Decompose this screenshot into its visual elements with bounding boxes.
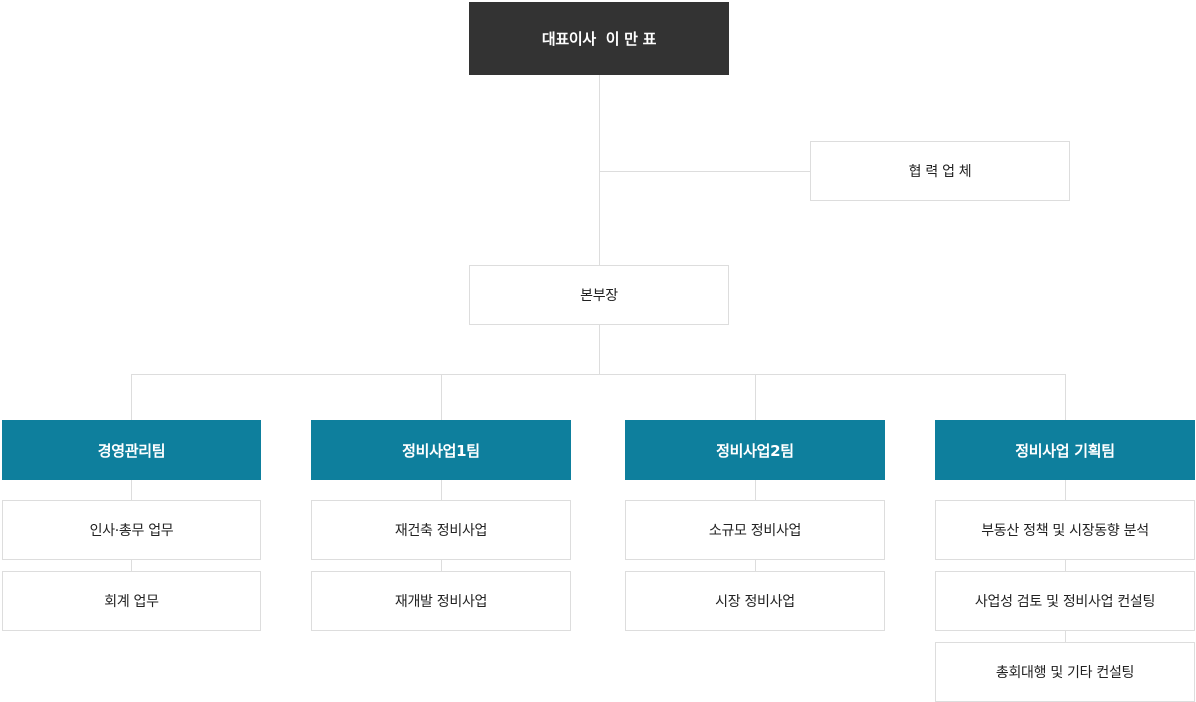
connector-team-3 (755, 374, 756, 420)
head-box: 본부장 (469, 265, 729, 325)
duty-box: 인사·총무 업무 (2, 500, 261, 560)
duty-box: 부동산 정책 및 시장동향 분석 (935, 500, 1195, 560)
ceo-box: 대표이사 이 만 표 (469, 2, 729, 75)
duty-box: 재개발 정비사업 (311, 571, 571, 631)
duty-box: 총회대행 및 기타 컨설팅 (935, 642, 1195, 702)
duty-box: 재건축 정비사업 (311, 500, 571, 560)
duty-box: 사업성 검토 및 정비사업 컨설팅 (935, 571, 1195, 631)
team-planning: 정비사업 기획팀 (935, 420, 1195, 480)
team-maintenance-2: 정비사업2팀 (625, 420, 885, 480)
team-management: 경영관리팀 (2, 420, 261, 480)
duty-box: 소규모 정비사업 (625, 500, 885, 560)
connector-ceo-to-head (599, 74, 600, 265)
duty-box: 회계 업무 (2, 571, 261, 631)
connector-team-4 (1065, 374, 1066, 420)
partner-box: 협 력 업 체 (810, 141, 1070, 201)
duty-box: 시장 정비사업 (625, 571, 885, 631)
connector-partner (599, 171, 810, 172)
connector-duties-4 (1065, 480, 1066, 642)
connector-team-2 (441, 374, 442, 420)
connector-team-bus (131, 374, 1065, 375)
team-maintenance-1: 정비사업1팀 (311, 420, 571, 480)
connector-head-down (599, 324, 600, 374)
connector-team-1 (131, 374, 132, 420)
